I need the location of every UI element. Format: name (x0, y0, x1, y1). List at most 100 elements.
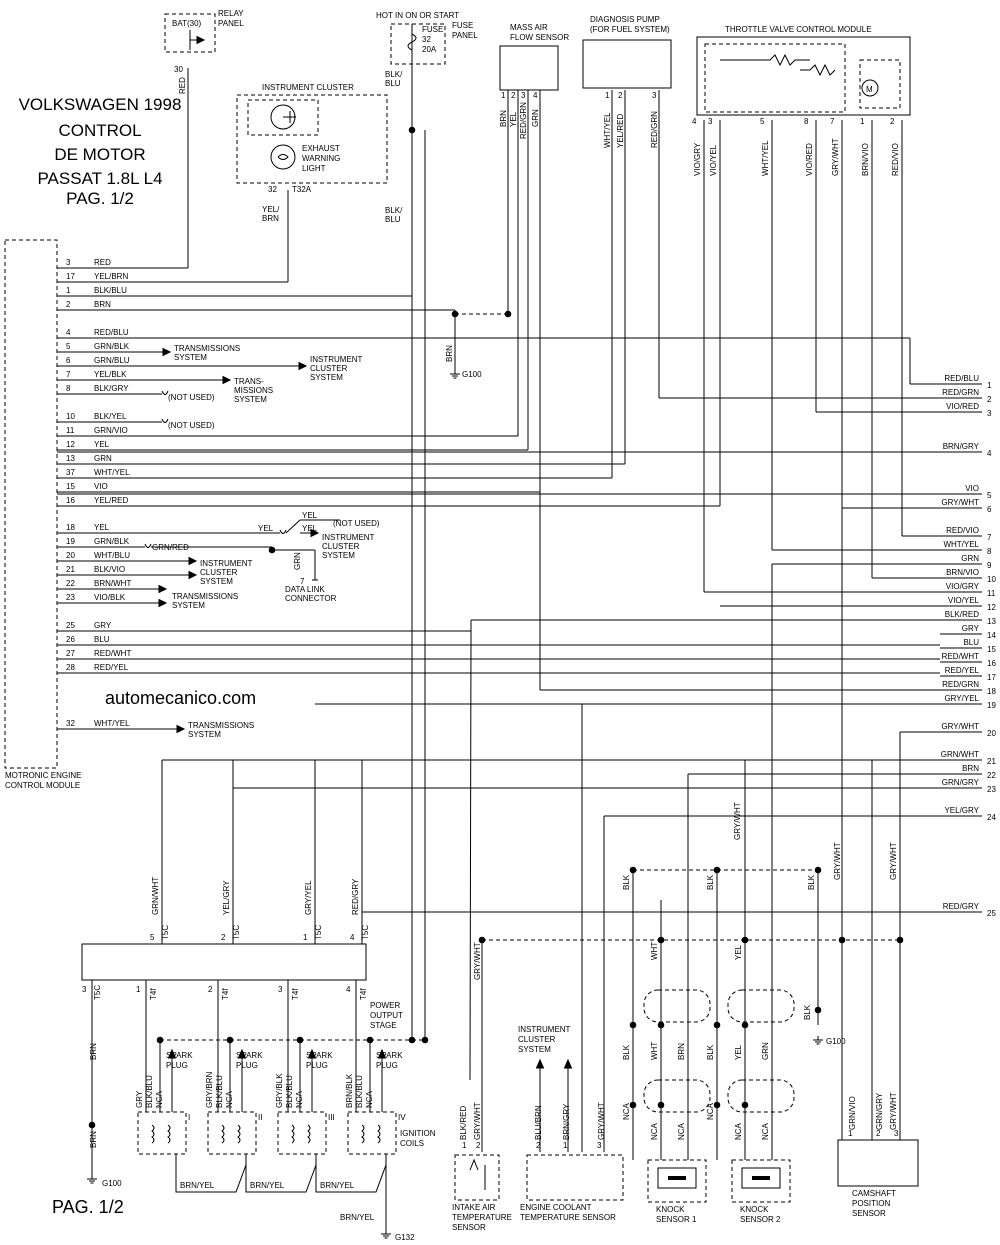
right-connector-pin: 16 (987, 659, 996, 668)
wire-label: VIO/RED (805, 143, 814, 176)
title-line-2: CONTROL (58, 121, 141, 140)
connector-label: T5C (361, 925, 370, 940)
throttle-pin: 1 (860, 117, 865, 126)
ecm-pin-number: 28 (66, 663, 75, 672)
right-connector-wire: GRY (962, 624, 980, 633)
maf-pin: 4 (533, 91, 538, 100)
right-connector-wire: BLU (963, 638, 979, 647)
right-connector-wire: GRN/WHT (941, 750, 979, 759)
maf-label: FLOW SENSOR (510, 33, 569, 42)
ecm-wire-label: RED (94, 258, 111, 267)
wire-label: BRN/GRY (562, 1103, 571, 1140)
right-connector-wire: RED/GRN (942, 680, 979, 689)
ecm-wire-label: BRN/WHT (94, 579, 131, 588)
wire-label: BLU (385, 79, 401, 88)
right-connector-wire: GRY/YEL (944, 694, 979, 703)
right-connector-wire: GRY/WHT (941, 498, 979, 507)
ecm-pin-number: 11 (66, 426, 75, 435)
ecm-pin-number: 1 (66, 286, 71, 295)
ecm-wire-label: RED/BLU (94, 328, 129, 337)
power-stage-pin: 5 (150, 933, 155, 942)
throttle-pin: 8 (804, 117, 809, 126)
instrument-cluster-system-label: CLUSTER (200, 568, 238, 577)
wire-label: NCA (761, 1122, 770, 1140)
wire-label: WHT (650, 942, 659, 960)
sensor-pin: 3 (597, 1141, 602, 1150)
knock-sensor-label: KNOCK (656, 1205, 685, 1214)
ecm-wire-label: BLK/GRY (94, 384, 129, 393)
wire-label: GRY/WHT (473, 942, 482, 980)
not-used-label: (NOT USED) (168, 421, 215, 430)
wire-label: GRY/WHT (833, 842, 842, 880)
diag-pump-label: DIAGNOSIS PUMP (590, 15, 660, 24)
ground-g100: G100 (826, 1037, 846, 1046)
power-stage-label: POWER (370, 1001, 400, 1010)
maf-pin: 1 (501, 91, 506, 100)
exhaust-light-label: WARNING (302, 154, 340, 163)
right-connector-pin: 17 (987, 673, 996, 682)
ecm-wire-label: WHT/BLU (94, 551, 130, 560)
ecm-wire-label: BRN (94, 300, 111, 309)
power-stage-pin: 3 (278, 985, 283, 994)
wire-label: BLK/BLU (145, 1075, 154, 1108)
sensor-pin: 1 (563, 1141, 568, 1150)
transmissions-system-label: TRANSMISSIONS (188, 721, 254, 730)
right-connector-pin: 18 (987, 687, 996, 696)
wire-label: YEL (509, 111, 518, 127)
coil-number: III (328, 1113, 335, 1122)
wire-label: BLK/ (385, 206, 403, 215)
connector-label: T5C (314, 925, 323, 940)
wire-label: GRY/WHT (889, 1092, 898, 1130)
wire-label: BLK/RED (459, 1106, 468, 1140)
wire-label: VIO/GRY (693, 142, 702, 176)
ecm-pin-number: 15 (66, 482, 75, 491)
ecm-pin-number: 4 (66, 328, 71, 337)
wire-label: RED/GRY (351, 878, 360, 915)
fuse-amp: 20A (422, 45, 437, 54)
ignition-coils-label: COILS (400, 1139, 424, 1148)
power-stage-label: OUTPUT (370, 1011, 403, 1020)
right-connector-pin: 25 (987, 909, 996, 918)
connector-label: T4f (149, 988, 158, 1000)
wire-label: VIO/YEL (709, 144, 718, 176)
wire-label: BRN (89, 1131, 98, 1148)
throttle-pin: 7 (830, 117, 835, 126)
right-connector-wire: RED/VIO (946, 526, 979, 535)
wire-label: GRN/VIO (848, 1096, 857, 1130)
ecm-pin-number: 16 (66, 496, 75, 505)
diag-pump-label: (FOR FUEL SYSTEM) (590, 25, 670, 34)
power-stage-pin: 4 (350, 933, 355, 942)
maf-label: MASS AIR (510, 23, 548, 32)
coolant-label: ENGINE COOLANT (520, 1203, 592, 1212)
spark-plug-label: SPARK (306, 1051, 333, 1060)
throttle-label: THROTTLE VALVE CONTROL MODULE (725, 25, 872, 34)
spark-plug-label: PLUG (236, 1061, 258, 1070)
intake-air-sensor-box (454, 1154, 500, 1201)
wire-label: GRN (293, 552, 302, 570)
splice-dot (713, 1101, 721, 1109)
wire-label: RED/VIO (891, 143, 900, 176)
wire-label: YEL (734, 944, 743, 960)
ecm-label: CONTROL MODULE (5, 781, 80, 790)
right-connector-wire: BRN/GRY (943, 442, 980, 451)
right-connector-wire: BRN (962, 764, 979, 773)
right-connector-wire: YEL/GRY (944, 806, 979, 815)
throttle-box (696, 36, 911, 116)
transmissions-system-label: TRANSMISSIONS (174, 344, 240, 353)
connector-label: T5C (232, 925, 241, 940)
camshaft-label: SENSOR (852, 1209, 886, 1218)
ecm-pin-number: 27 (66, 649, 75, 658)
knock-sensor-label: SENSOR 1 (656, 1215, 697, 1224)
camshaft-label: CAMSHAFT (852, 1189, 896, 1198)
pump-pin: 3 (652, 91, 657, 100)
wire-label: BRN/YEL (340, 1213, 375, 1222)
connector-label: T4f (221, 988, 230, 1000)
wire-label: BLK (622, 1044, 631, 1060)
right-connector-pin: 4 (987, 449, 992, 458)
sensor-pin: 1 (462, 1141, 467, 1150)
wire-label: NCA (365, 1090, 374, 1108)
ecm-wire-label: YEL/BLK (94, 370, 127, 379)
exhaust-light-label: EXHAUST (302, 144, 340, 153)
fuse-label: FUSE (422, 25, 443, 34)
